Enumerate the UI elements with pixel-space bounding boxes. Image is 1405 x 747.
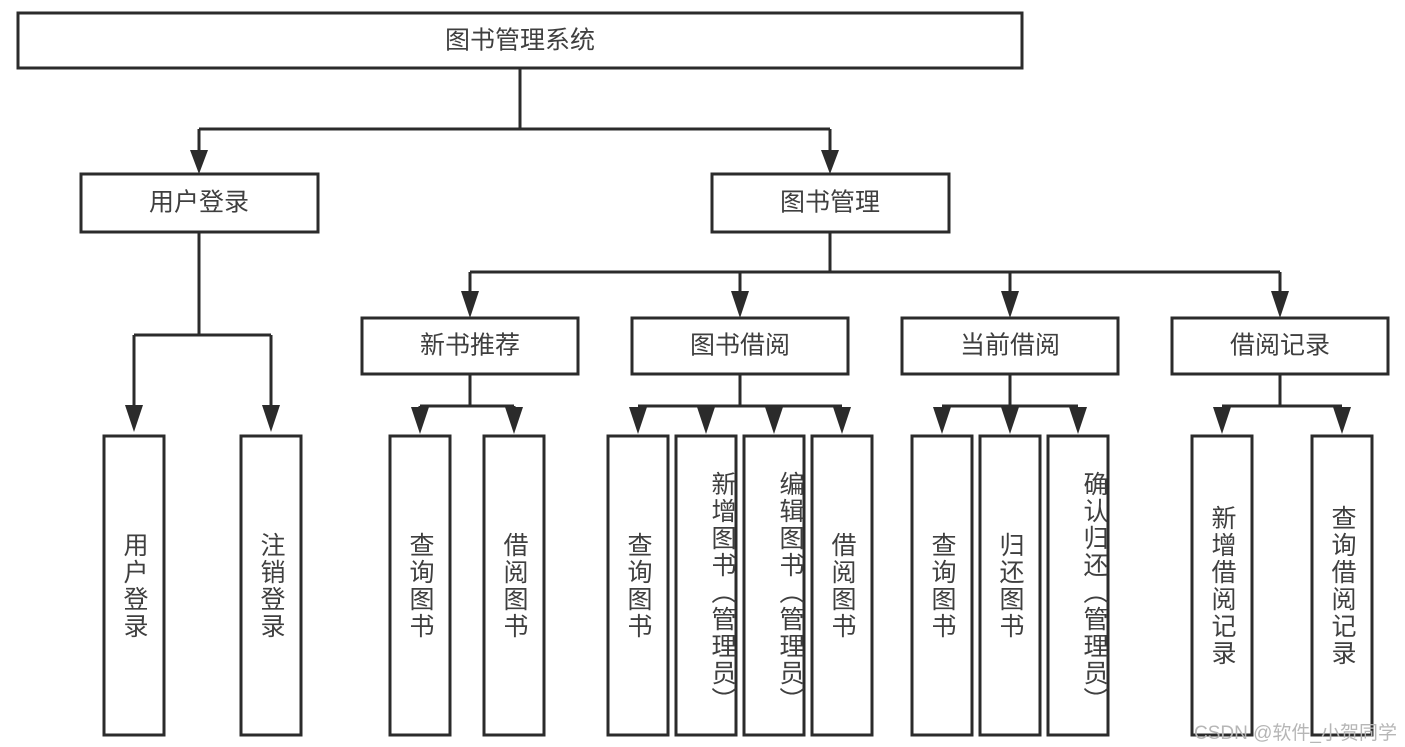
- arrow-head-leaf-borrow-book: [833, 407, 851, 434]
- node-leaf-logout-login-box[interactable]: [239, 434, 303, 737]
- node-new-book-recommend[interactable]: 新书推荐: [360, 316, 580, 376]
- node-leaf-query-borrow-record-box[interactable]: [1310, 434, 1374, 737]
- connector-user-login-to-leaves: [125, 232, 280, 432]
- node-leaf-edit-book-admin-box[interactable]: [742, 434, 806, 737]
- connector-current-borrow-to-leaves: [933, 374, 1087, 434]
- node-borrow-record-label: 借阅记录: [1230, 332, 1330, 360]
- node-book-manage-box[interactable]: [710, 172, 951, 234]
- node-book-borrow-box[interactable]: [630, 316, 850, 376]
- node-leaf-user-login-box[interactable]: [102, 434, 166, 737]
- node-current-borrow[interactable]: 当前借阅: [900, 316, 1120, 376]
- csdn-watermark: CSDN @软件_小贺同学: [1194, 723, 1397, 744]
- connector-root-to-level1: [190, 68, 839, 174]
- arrow-head-book-manage: [821, 150, 839, 174]
- node-root-box[interactable]: [16, 11, 1024, 70]
- node-leaf-borrow-book-recommend-box[interactable]: [482, 434, 546, 737]
- arrow-head-borrow-record: [1271, 291, 1289, 318]
- arrow-head-leaf-add-borrow-record: [1213, 407, 1231, 434]
- node-current-borrow-label: 当前借阅: [960, 332, 1060, 360]
- node-root-label: 图书管理系统: [445, 27, 595, 55]
- arrow-head-leaf-query-borrow-record: [1333, 407, 1351, 434]
- node-leaf-query-book-current-box[interactable]: [910, 434, 974, 737]
- arrow-head-current-borrow: [1001, 291, 1019, 318]
- node-current-borrow-box[interactable]: [900, 316, 1120, 376]
- node-user-login-box[interactable]: [79, 172, 320, 234]
- arrow-head-leaf-query-book-current: [933, 407, 951, 434]
- node-user-login[interactable]: 用户登录: [79, 172, 320, 234]
- node-leaf-return-book-box[interactable]: [978, 434, 1042, 737]
- node-book-manage[interactable]: 图书管理: [710, 172, 951, 234]
- node-leaf-confirm-return-admin-box[interactable]: [1046, 434, 1110, 737]
- arrow-head-leaf-confirm-return-admin: [1069, 407, 1087, 434]
- node-user-login-label: 用户登录: [149, 189, 249, 217]
- arrow-head-leaf-logout-login: [262, 405, 280, 432]
- node-book-borrow[interactable]: 图书借阅: [630, 316, 850, 376]
- node-leaf-add-borrow-record-box[interactable]: [1190, 434, 1254, 737]
- connector-borrow-record-to-leaves: [1213, 374, 1351, 434]
- node-leaf-add-book-admin-box[interactable]: [674, 434, 738, 737]
- arrow-head-leaf-return-book: [1001, 407, 1019, 434]
- arrow-head-leaf-add-book-admin: [697, 407, 715, 434]
- arrow-head-leaf-query-book-recommend: [411, 407, 429, 434]
- node-leaf-query-book-recommend-box[interactable]: [388, 434, 452, 737]
- node-leaf-borrow-book-box[interactable]: [810, 434, 874, 737]
- node-new-book-recommend-box[interactable]: [360, 316, 580, 376]
- node-book-manage-label: 图书管理: [780, 189, 880, 217]
- node-root[interactable]: 图书管理系统: [16, 11, 1024, 70]
- arrow-head-new-book-recommend: [461, 291, 479, 318]
- arrow-head-leaf-user-login: [125, 405, 143, 432]
- arrow-head-book-borrow: [731, 291, 749, 318]
- node-borrow-record[interactable]: 借阅记录: [1170, 316, 1390, 376]
- node-book-borrow-label: 图书借阅: [690, 332, 790, 360]
- node-borrow-record-box[interactable]: [1170, 316, 1390, 376]
- node-new-book-recommend-label: 新书推荐: [420, 332, 520, 360]
- arrow-head-user-login: [190, 150, 208, 174]
- arrow-head-leaf-edit-book-admin: [765, 407, 783, 434]
- arrow-head-leaf-borrow-book-recommend: [505, 407, 523, 434]
- arrow-head-leaf-query-book-borrow: [629, 407, 647, 434]
- connector-book-borrow-to-leaves: [629, 374, 851, 434]
- connector-book-manage-to-level2: [461, 232, 1289, 318]
- node-leaf-query-book-borrow-box[interactable]: [606, 434, 670, 737]
- connector-new-book-recommend-to-leaves: [411, 374, 523, 434]
